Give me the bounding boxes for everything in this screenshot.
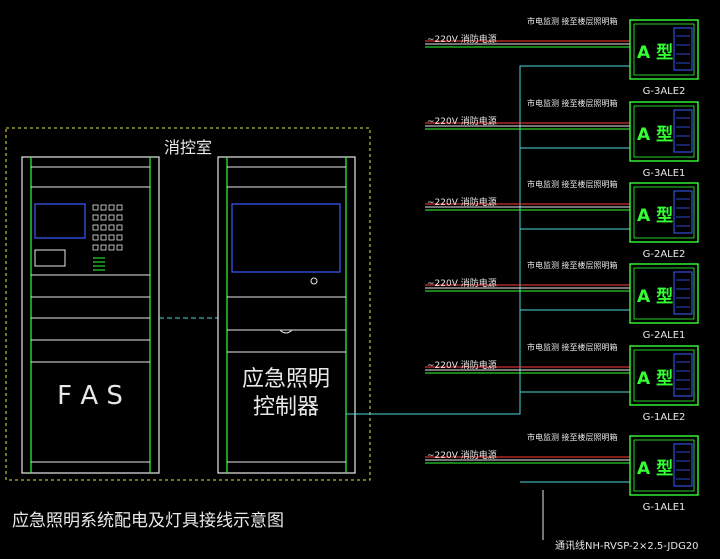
fas-key — [116, 214, 123, 221]
fas-key — [100, 234, 107, 241]
fas-key — [92, 234, 99, 241]
distribution-panel: ~220V 消防电源 市电监测 接至楼层照明箱 A 型 G-2ALE2 — [425, 179, 699, 260]
panel-inner — [633, 267, 695, 320]
panel-type-label: A 型 — [637, 42, 673, 63]
monitor-label: 市电监测 接至楼层照明箱 — [527, 432, 618, 442]
panel-inner — [633, 439, 695, 492]
panel-type-label: A 型 — [637, 124, 673, 145]
distribution-panel: ~220V 消防电源 市电监测 接至楼层照明箱 A 型 G-1ALE2 — [425, 342, 699, 423]
power-label: ~220V 消防电源 — [427, 33, 497, 45]
fas-key — [100, 224, 107, 231]
power-label: ~220V 消防电源 — [427, 359, 497, 371]
fas-key — [116, 234, 123, 241]
panel-id-label: G-3ALE2 — [643, 86, 686, 97]
controller-handle — [279, 329, 293, 334]
panel-inner — [633, 23, 695, 76]
panel-terminal-block — [673, 443, 693, 487]
monitor-label: 市电监测 接至楼层照明箱 — [527, 260, 618, 270]
controller-screen — [231, 203, 341, 273]
fas-key — [116, 204, 123, 211]
controller-cabinet: 应急照明 控制器 — [217, 156, 356, 474]
panel-id-label: G-1ALE2 — [643, 412, 686, 423]
monitor-label: 市电监测 接至楼层照明箱 — [527, 16, 618, 26]
controller-lock-icon — [310, 277, 318, 285]
panel-inner — [633, 105, 695, 158]
fas-label: F A S — [57, 381, 123, 411]
distribution-panel: ~220V 消防电源 市电监测 接至楼层照明箱 A 型 G-3ALE1 — [425, 98, 699, 179]
power-label: ~220V 消防电源 — [427, 196, 497, 208]
fas-key — [108, 234, 115, 241]
panel-box — [629, 345, 699, 406]
monitor-label: 市电监测 接至楼层照明箱 — [527, 98, 618, 108]
distribution-panel: ~220V 消防电源 市电监测 接至楼层照明箱 A 型 G-2ALE1 — [425, 260, 699, 341]
panel-type-label: A 型 — [637, 368, 673, 389]
fas-key — [92, 214, 99, 221]
fas-key — [116, 244, 123, 251]
fas-key — [92, 204, 99, 211]
power-label: ~220V 消防电源 — [427, 277, 497, 289]
panel-id-label: G-2ALE1 — [643, 330, 686, 341]
fas-key — [100, 244, 107, 251]
fas-key — [92, 244, 99, 251]
fas-key — [108, 244, 115, 251]
fas-keypad — [92, 204, 123, 271]
panel-box — [629, 182, 699, 243]
fas-key — [116, 224, 123, 231]
fas-key — [92, 224, 99, 231]
fas-key — [108, 204, 115, 211]
diagram-title: 应急照明系统配电及灯具接线示意图 — [12, 511, 284, 531]
distribution-panel: ~220V 消防电源 市电监测 接至楼层照明箱 A 型 G-3ALE2 — [425, 16, 699, 97]
panel-type-label: A 型 — [637, 286, 673, 307]
monitor-label: 市电监测 接至楼层照明箱 — [527, 342, 618, 352]
panel-id-label: G-1ALE1 — [643, 502, 686, 513]
fas-key — [100, 214, 107, 221]
panel-terminal-block — [673, 27, 693, 71]
panel-inner — [633, 349, 695, 402]
panel-terminal-block — [673, 271, 693, 315]
controller-label-line1: 应急照明 — [242, 367, 330, 392]
panel-type-label: A 型 — [637, 458, 673, 479]
fas-cabinet: F A S — [21, 156, 160, 474]
panel-id-label: G-3ALE1 — [643, 168, 686, 179]
room-label: 消控室 — [164, 138, 212, 157]
panel-id-label: G-2ALE2 — [643, 249, 686, 260]
panel-box — [629, 19, 699, 80]
panel-terminal-block — [673, 353, 693, 397]
panel-box — [629, 435, 699, 496]
bus-label: 通讯线NH-RVSP-2×2.5-JDG20 — [555, 539, 699, 552]
panel-box — [629, 101, 699, 162]
power-label: ~220V 消防电源 — [427, 449, 497, 461]
fas-printer-slot — [34, 249, 66, 267]
monitor-label: 市电监测 接至楼层照明箱 — [527, 179, 618, 189]
fas-key — [108, 214, 115, 221]
controller-label-line2: 控制器 — [253, 395, 319, 420]
distribution-panel: ~220V 消防电源 市电监测 接至楼层照明箱 A 型 G-1ALE1 — [425, 432, 699, 513]
fas-key — [108, 224, 115, 231]
power-label: ~220V 消防电源 — [427, 115, 497, 127]
panel-terminal-block — [673, 109, 693, 153]
panel-box — [629, 263, 699, 324]
panel-inner — [633, 186, 695, 239]
fas-key — [100, 204, 107, 211]
fire-control-room-boundary — [5, 127, 371, 481]
panel-terminal-block — [673, 190, 693, 234]
panel-type-label: A 型 — [637, 205, 673, 226]
fas-screen — [34, 203, 86, 239]
